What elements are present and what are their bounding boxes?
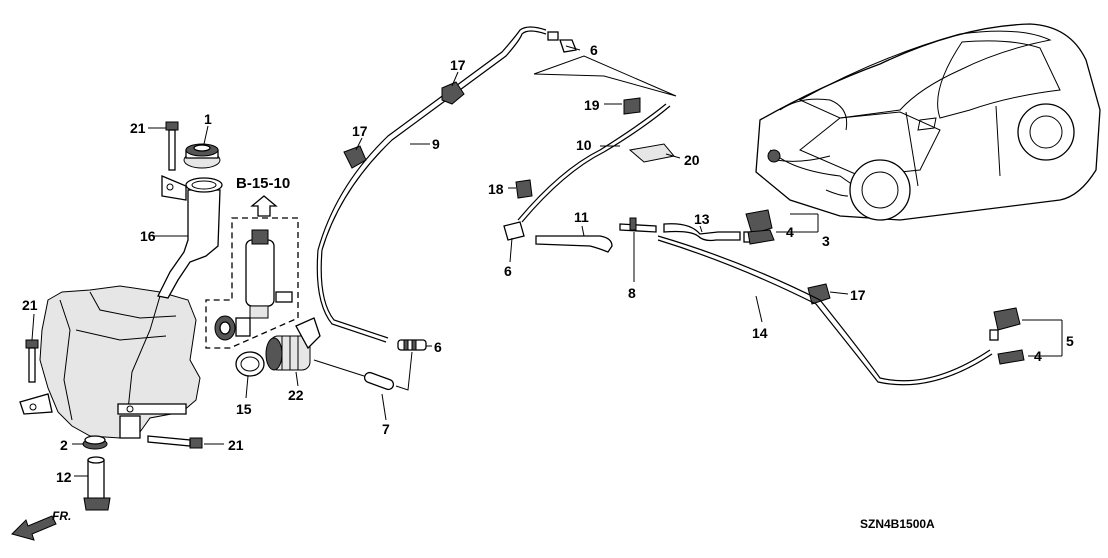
leader-lines — [31, 45, 1063, 477]
callout-21-bottom: 21 — [228, 437, 244, 453]
callout-11: 11 — [574, 209, 589, 225]
section-reference: B-15-10 — [236, 175, 290, 192]
clip-18 — [515, 179, 533, 199]
reference-arrow — [250, 195, 278, 217]
front-marker-label: FR. — [52, 509, 71, 523]
washer-pump-22 — [265, 317, 321, 371]
clip-17-right — [807, 283, 831, 305]
washer-motor — [245, 229, 293, 319]
callout-4-bottom: 4 — [1034, 348, 1042, 364]
clip-17-left — [343, 145, 367, 169]
diagram-code: SZN4B1500A — [860, 517, 935, 531]
bolt-21-bottom — [147, 435, 203, 449]
hose-7 — [363, 371, 395, 391]
bracket-20 — [628, 143, 675, 163]
callout-14: 14 — [752, 325, 768, 341]
pump-dashed-outline — [205, 217, 299, 349]
filler-neck — [157, 175, 223, 299]
callout-1: 1 — [204, 111, 212, 127]
nozzle-5 — [989, 307, 1021, 341]
callout-17-top: 17 — [450, 57, 466, 73]
callout-19: 19 — [584, 97, 600, 113]
callout-22: 22 — [288, 387, 304, 403]
callout-3: 3 — [822, 233, 830, 249]
callout-9: 9 — [432, 136, 440, 152]
joint-6-mid — [503, 221, 525, 241]
fill-tube-12 — [83, 456, 111, 511]
clip-19 — [623, 97, 641, 115]
callout-20: 20 — [684, 152, 700, 168]
callout-10: 10 — [576, 137, 592, 153]
hose-9 — [320, 30, 547, 339]
callout-17-right: 17 — [850, 287, 866, 303]
callout-12: 12 — [56, 469, 72, 485]
callout-7: 7 — [382, 421, 390, 437]
washer-cap — [183, 143, 221, 169]
joint-8 — [619, 217, 657, 233]
callout-16: 16 — [140, 228, 156, 244]
callout-21-top: 21 — [130, 120, 146, 136]
grommet-2 — [82, 435, 108, 450]
hose-10 — [517, 103, 667, 221]
hose-13 — [663, 223, 741, 242]
front-direction-arrow: FR. — [11, 509, 71, 541]
washer-tank — [19, 285, 201, 439]
callout-17-left: 17 — [352, 123, 368, 139]
nozzle-3 — [743, 209, 773, 243]
pad-4-bottom — [997, 349, 1025, 365]
callout-2: 2 — [60, 437, 68, 453]
callout-15: 15 — [236, 401, 252, 417]
hose-11 — [535, 235, 613, 253]
callout-6-mid: 6 — [504, 263, 512, 279]
bolt-21-left — [25, 339, 39, 383]
joint-6-top — [547, 31, 577, 53]
hose-14 — [657, 235, 991, 382]
callout-8: 8 — [628, 285, 636, 301]
vehicle-illustration — [755, 23, 1101, 221]
callout-4-top: 4 — [786, 224, 794, 240]
callout-21-left: 21 — [22, 297, 38, 313]
pump-seal — [214, 315, 251, 341]
bolt-21-top — [165, 121, 179, 171]
clip-17-top — [441, 81, 465, 105]
callout-5: 5 — [1066, 333, 1074, 349]
callout-18: 18 — [488, 181, 504, 197]
pump-seal-15 — [235, 351, 265, 377]
joint-6-right — [397, 339, 427, 351]
callout-13: 13 — [694, 211, 710, 227]
callout-6-top: 6 — [590, 42, 598, 58]
callout-6-right: 6 — [434, 339, 442, 355]
pad-4-top — [747, 229, 775, 245]
